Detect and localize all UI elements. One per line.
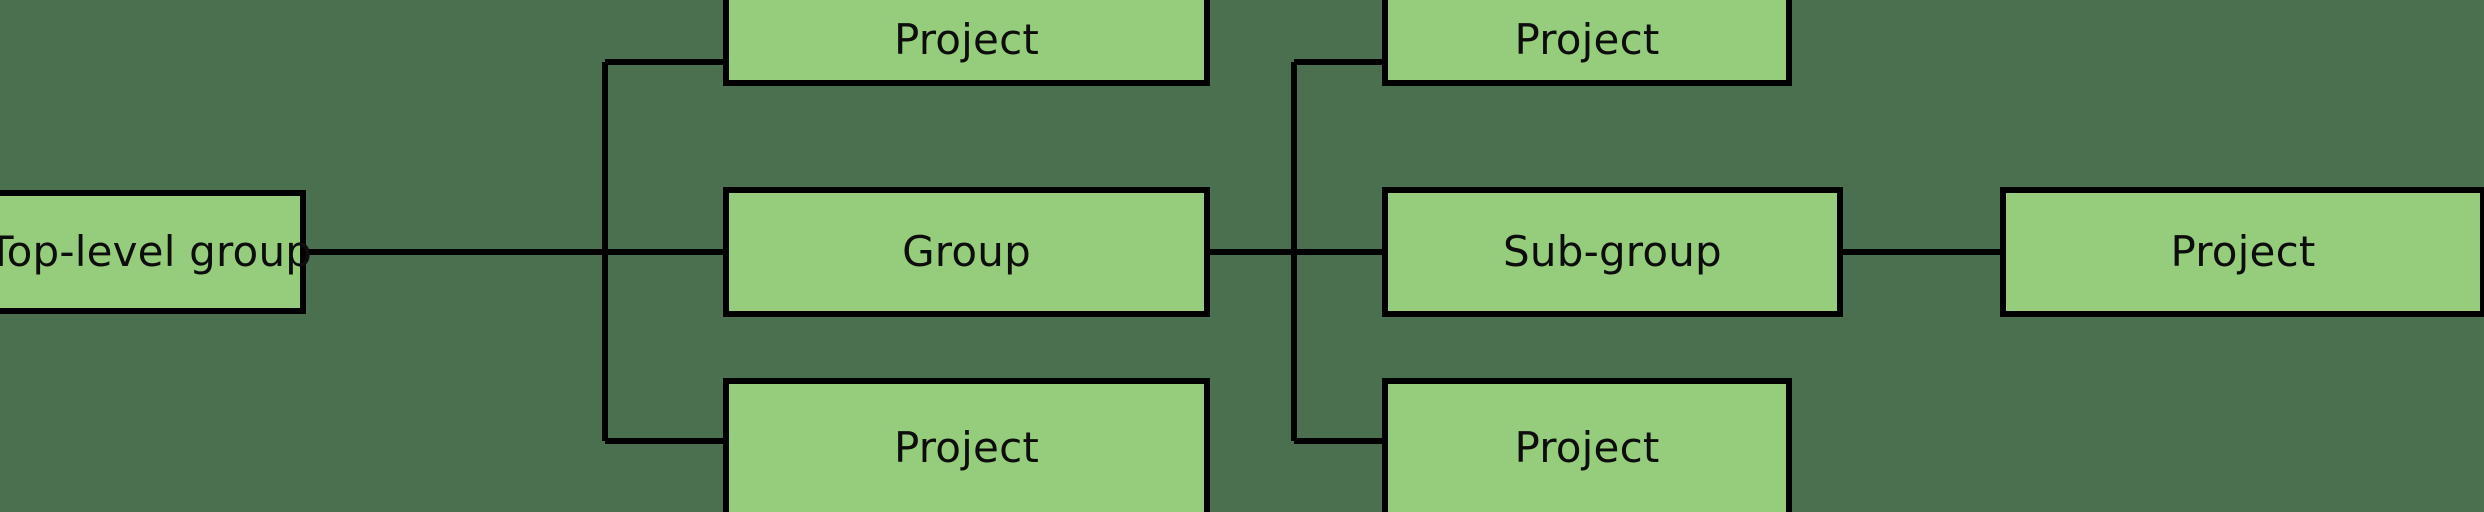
node-label: Project bbox=[1514, 15, 1660, 64]
node-project-2[interactable]: Project bbox=[723, 378, 1210, 512]
node-label: Project bbox=[893, 423, 1040, 472]
node-project-4[interactable]: Project bbox=[1382, 378, 1792, 512]
node-top-level-group[interactable]: Top-level group bbox=[0, 190, 312, 314]
node-label: Project bbox=[2170, 227, 2316, 276]
node-label: Project bbox=[893, 15, 1040, 64]
node-project-1[interactable]: Project bbox=[723, 0, 1210, 86]
node-group[interactable]: Group bbox=[723, 187, 1210, 317]
node-project-5[interactable]: Project bbox=[2000, 187, 2484, 317]
node-label: Group bbox=[902, 227, 1031, 276]
node-sub-group[interactable]: Sub-group bbox=[1382, 187, 1843, 317]
node-label: Top-level group bbox=[0, 227, 313, 276]
node-project-3[interactable]: Project bbox=[1382, 0, 1792, 86]
node-label: Sub-group bbox=[1503, 227, 1722, 276]
node-label: Project bbox=[1514, 423, 1660, 472]
